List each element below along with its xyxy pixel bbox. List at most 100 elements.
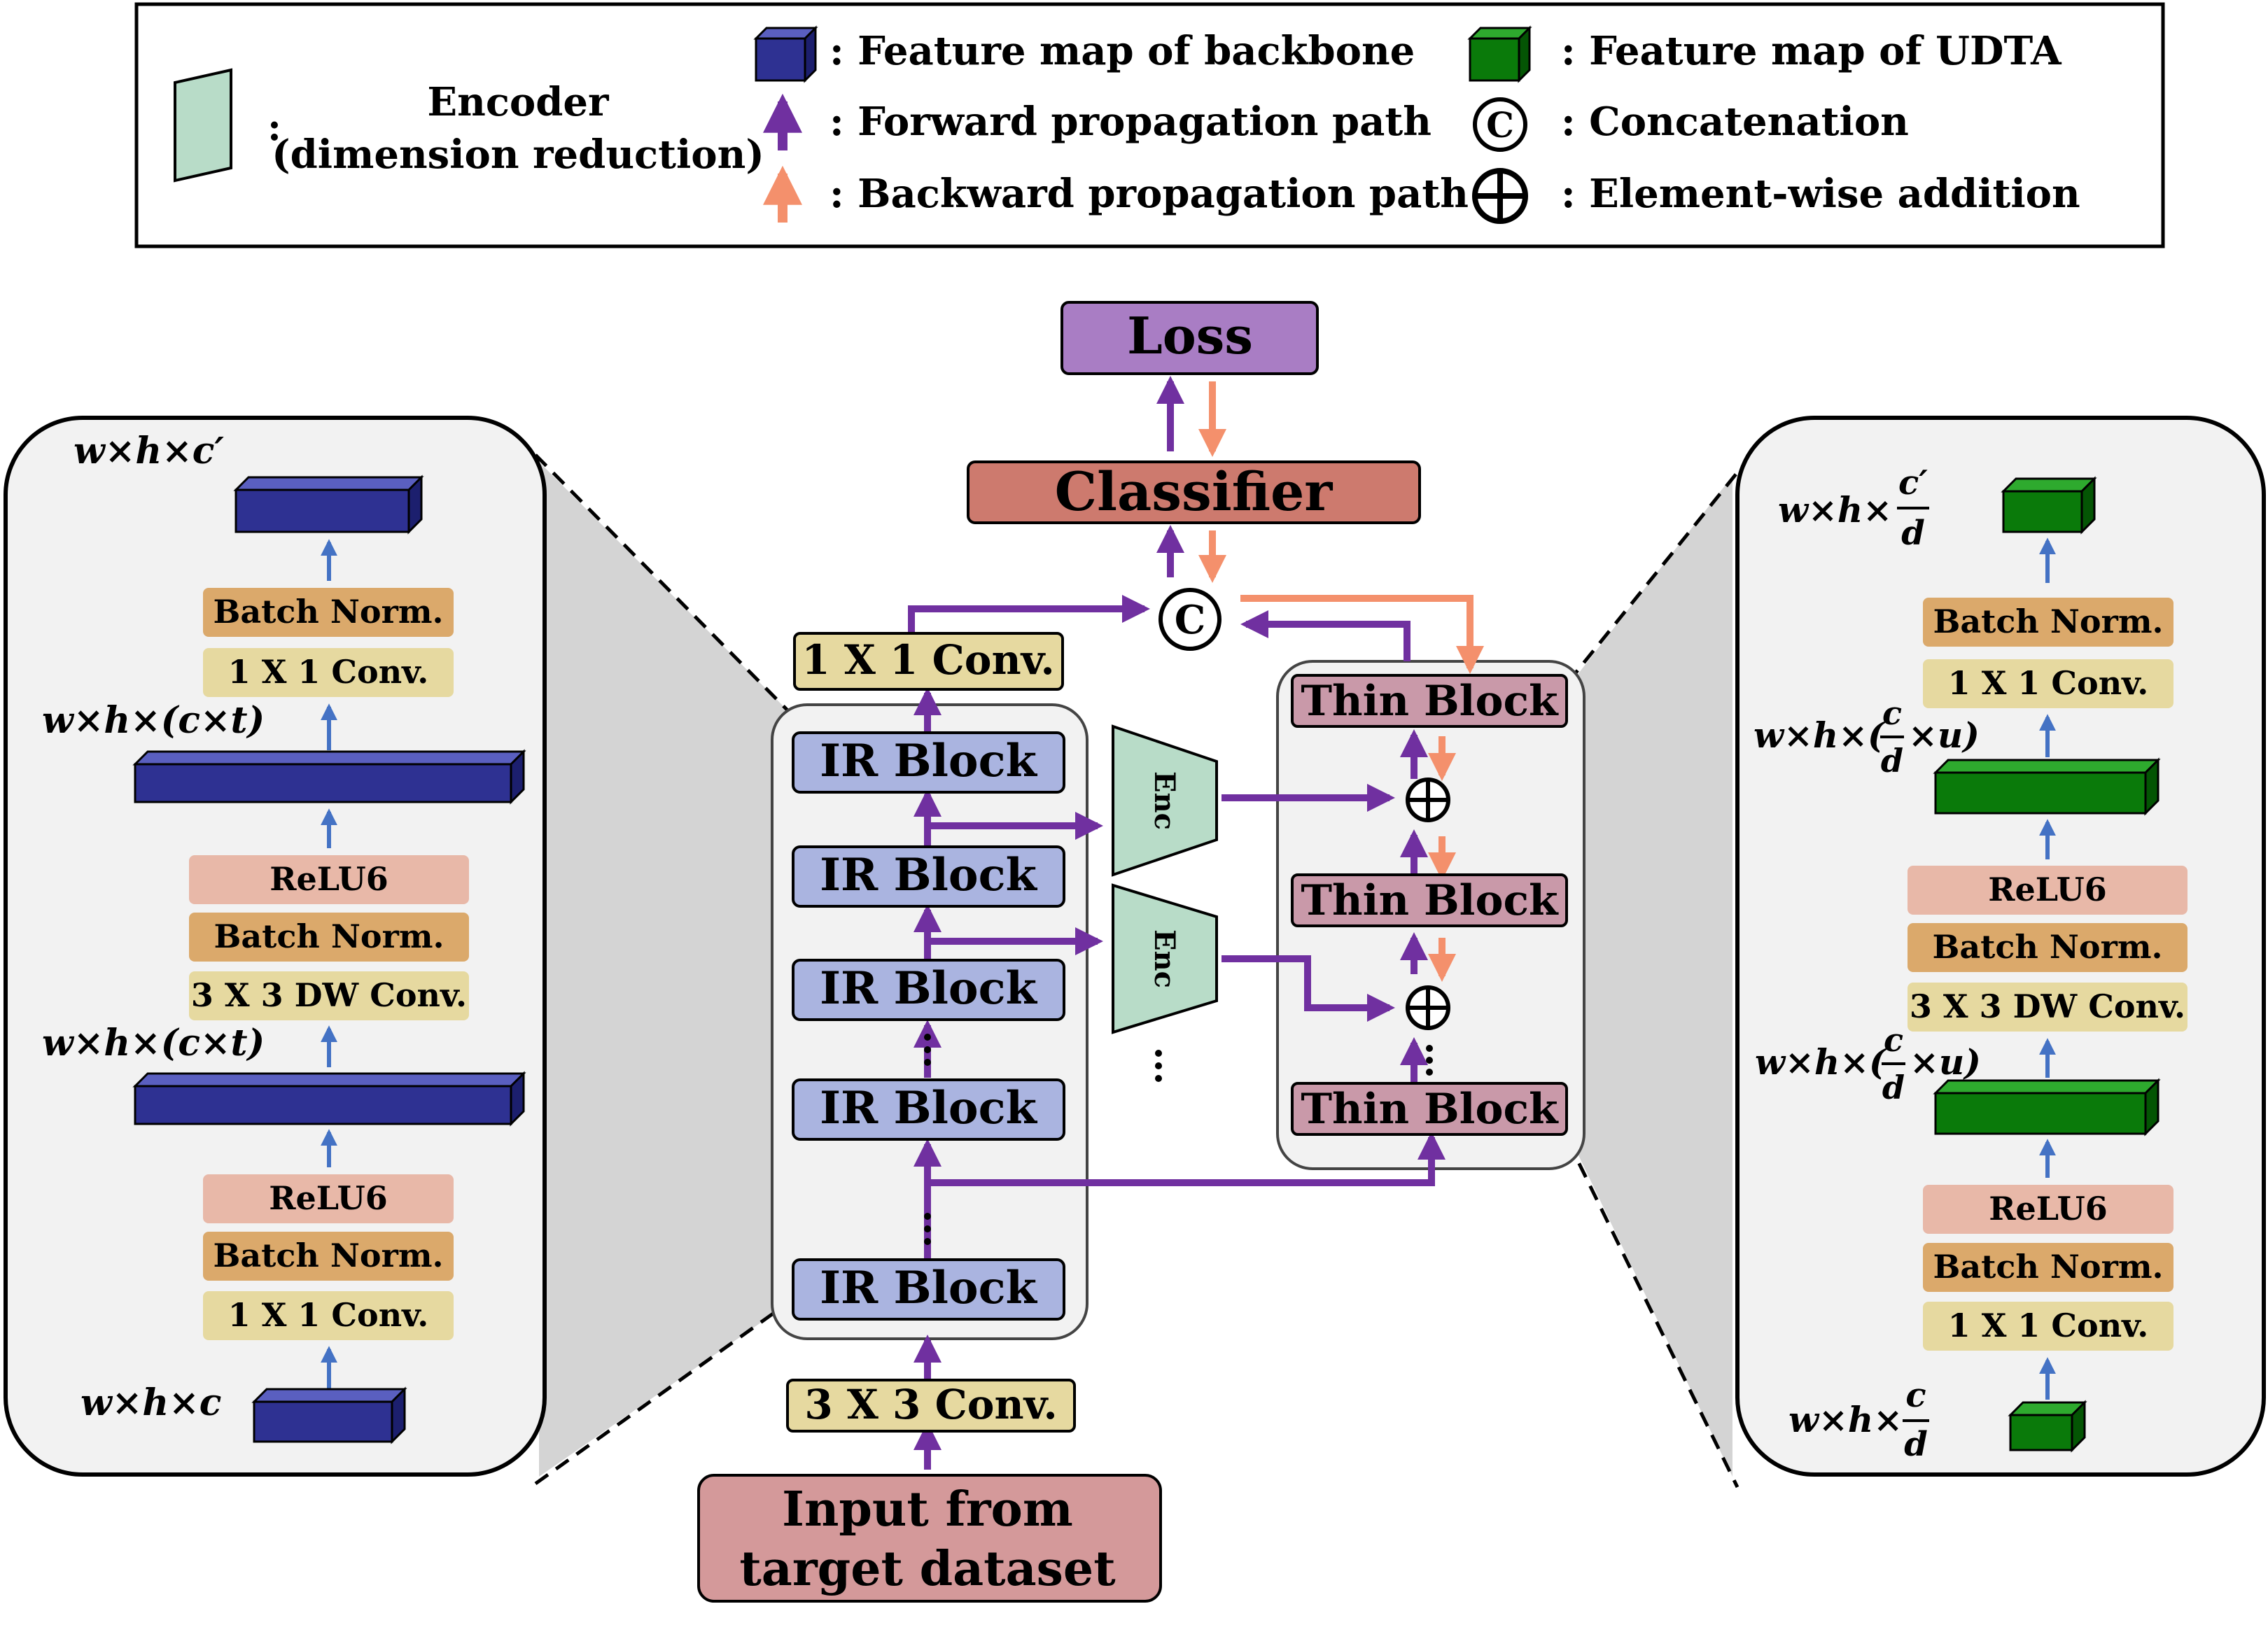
left-output-cube: [233, 474, 424, 535]
legend-addition-text: : Element-wise addition: [1561, 171, 2080, 217]
left-relu6-1-label: ReLU6: [270, 860, 388, 898]
ir-block-3-label: IR Block: [820, 962, 1037, 1015]
legend-udta-text: : Feature map of UDTA: [1561, 28, 2062, 74]
right-dim-top-num: c′: [1898, 463, 1928, 502]
right-dim-upper-open: (: [1868, 715, 1886, 756]
thin-block-2: [1291, 873, 1568, 927]
right-dim-lower-den: d: [1882, 1069, 1905, 1106]
right-relu6-1-label: ReLU6: [1988, 871, 2106, 908]
right-batchnorm-1-label: Batch Norm.: [1933, 603, 2163, 640]
left-relu6-2-label: ReLU6: [269, 1179, 387, 1217]
left-panel-ir-block-detail: w×h×c′ Batch Norm. 1 X 1 Conv. w×h×(c×t)…: [4, 416, 547, 1477]
right-panel-thin-block-detail: w×h× c′ d Batch Norm. 1 X 1 Conv. w×h× (…: [1735, 416, 2266, 1477]
loss-label: Loss: [1127, 306, 1253, 365]
left-batchnorm-2-label: Batch Norm.: [214, 917, 444, 955]
right-batchnorm-3-label: Batch Norm.: [1933, 1248, 2163, 1286]
input-label-line1: Input from: [782, 1482, 1073, 1538]
encoder-1-label: Enc: [1148, 771, 1181, 830]
left-relu6-1: [189, 855, 469, 904]
ir-block-1: [792, 731, 1065, 794]
left-batchnorm-2: [189, 913, 469, 962]
legend: : Encoder (dimension reduction) : Featur…: [134, 2, 2165, 248]
ir-block-ellipsis-2: [924, 1213, 931, 1245]
right-dim-bottom-prefix: w×h×: [1788, 1399, 1903, 1440]
right-batchnorm-2: [1907, 923, 2188, 972]
right-zoom-shading: [1572, 476, 1732, 1477]
ir-block-2: [792, 845, 1065, 908]
ir-block-2-label: IR Block: [820, 849, 1037, 901]
right-zoom-line-top: [1567, 471, 1739, 684]
right-dim-top-prefix: w×h×: [1778, 489, 1892, 530]
left-expanded-cube-lower: [132, 1071, 526, 1127]
right-relu6-1: [1907, 866, 2188, 915]
classifier-label: Classifier: [1055, 460, 1334, 523]
legend-forward-text: : Forward propagation path: [830, 99, 1432, 145]
conv1x1-label: 1 X 1 Conv.: [802, 636, 1054, 684]
left-conv1x1-1: [203, 648, 454, 697]
thin-block-ellipsis: [1426, 1045, 1433, 1076]
ir-block-5: [792, 1258, 1065, 1321]
loss-block: [1060, 301, 1319, 375]
classifier-block: [967, 460, 1421, 524]
thin-block-3-label: Thin Block: [1301, 1085, 1559, 1134]
left-dim-top: w×h×c′: [74, 430, 224, 472]
udta-cube-icon: [1467, 25, 1532, 83]
right-dim-lower-num: c: [1884, 1021, 1903, 1059]
ir-block-4-label: IR Block: [820, 1082, 1037, 1134]
left-dim-upper: w×h×(c×t): [42, 699, 265, 742]
ir-block-3: [792, 959, 1065, 1021]
right-output-cube: [2001, 476, 2097, 535]
concatenation-legend-symbol: C: [1486, 104, 1514, 146]
right-conv1x1-2-label: 1 X 1 Conv.: [1948, 1307, 2149, 1344]
left-dwconv-label: 3 X 3 DW Conv.: [191, 976, 467, 1014]
right-dim-lower-open: (: [1869, 1041, 1887, 1083]
right-relu6-2-label: ReLU6: [1989, 1190, 2107, 1227]
backward-path-connections: [1198, 381, 1484, 982]
right-dim-upper-den: d: [1881, 742, 1903, 780]
right-relu6-2: [1923, 1185, 2174, 1234]
thin-block-3: [1291, 1082, 1568, 1136]
right-conv1x1-1: [1923, 659, 2174, 708]
right-expanded-cube-upper: [1933, 757, 2161, 816]
encoder-2-label: Enc: [1148, 929, 1181, 988]
left-zoom-line-bottom: [534, 1296, 796, 1486]
right-dim-upper-prefix: w×h×: [1754, 715, 1868, 756]
right-dwconv-label: 3 X 3 DW Conv.: [1910, 987, 2185, 1025]
legend-encoder-colon: :: [267, 104, 281, 149]
input-block: [697, 1474, 1162, 1603]
left-dim-lower: w×h×(c×t): [42, 1022, 265, 1064]
right-conv1x1-1-label: 1 X 1 Conv.: [1948, 664, 2149, 702]
input-label-line2: target dataset: [739, 1541, 1116, 1597]
left-conv1x1-1-label: 1 X 1 Conv.: [228, 653, 429, 691]
ir-block-ellipsis-1: [924, 1034, 931, 1066]
concatenation-legend-icon: [1473, 97, 1527, 152]
left-batchnorm-1: [203, 588, 454, 637]
thin-block-2-label: Thin Block: [1301, 876, 1559, 925]
encoder-legend-icon: [174, 68, 232, 183]
right-conv1x1-2: [1923, 1302, 2174, 1351]
right-batchnorm-2-label: Batch Norm.: [1932, 928, 2162, 966]
left-relu6-2: [203, 1174, 454, 1223]
left-zoom-shading: [539, 462, 791, 1477]
thin-block-1-label: Thin Block: [1301, 677, 1559, 726]
left-batchnorm-1-label: Batch Norm.: [213, 593, 443, 631]
left-dim-bottom: w×h×c: [80, 1381, 221, 1424]
concatenation-node: [1158, 588, 1222, 651]
right-zoom-line-bottom: [1566, 1139, 1740, 1489]
left-conv1x1-2-label: 1 X 1 Conv.: [228, 1296, 429, 1334]
left-conv1x1-2: [203, 1291, 454, 1340]
legend-encoder-label-line2: (dimension reduction): [272, 132, 764, 178]
conv3x3-label: 3 X 3 Conv.: [804, 1381, 1057, 1428]
right-dim-bottom-num: c: [1905, 1376, 1926, 1415]
right-batchnorm-1: [1923, 598, 2174, 647]
right-dim-upper-close: ×u): [1908, 715, 1980, 756]
legend-backward-text: : Backward propagation path: [830, 171, 1469, 217]
right-dim-top-den: d: [1901, 514, 1925, 553]
right-dim-lower-close: ×u): [1910, 1041, 1981, 1083]
left-expanded-cube-upper: [132, 749, 526, 805]
right-dim-bottom-den: d: [1904, 1425, 1928, 1464]
ir-block-5-label: IR Block: [820, 1262, 1037, 1314]
thin-block-1: [1291, 674, 1568, 728]
concatenation-node-symbol: C: [1175, 597, 1206, 643]
right-dwconv: [1907, 983, 2188, 1032]
